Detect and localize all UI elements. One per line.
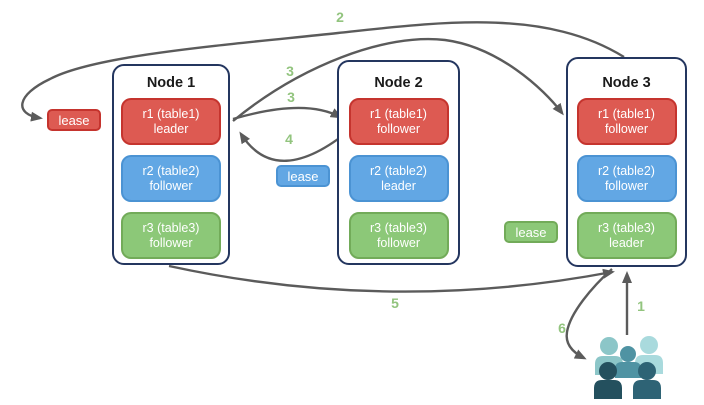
range-label: r1 (table1): [370, 106, 427, 121]
range-label: r1 (table1): [142, 106, 200, 121]
step-label-3-lower: 3: [287, 89, 295, 105]
node-1-title: Node 1: [146, 75, 196, 91]
node-3-range-r3: r3 (table3) leader: [576, 212, 677, 259]
lease-pill-label: lease: [58, 112, 90, 128]
lease-pill-green: lease: [504, 221, 558, 243]
range-label: r3 (table3): [370, 220, 427, 235]
node-2-range-r3: r3 (table3) follower: [348, 212, 449, 259]
range-label: r2 (table2): [598, 163, 655, 178]
arrow-step3-node1-to-node3: [232, 37, 564, 122]
range-role: follower: [376, 235, 421, 250]
node-1-range-r1: r1 (table1) leader: [121, 98, 221, 145]
node-3-ranges: r1 (table1) follower r2 (table2) followe…: [568, 98, 685, 259]
node-3: Node 3 r1 (table1) follower r2 (table2) …: [566, 57, 687, 267]
arrow-step6-node3-to-clients: [565, 268, 613, 360]
range-label: r2 (table2): [142, 163, 200, 178]
lease-pill-red: lease: [47, 109, 101, 131]
lease-pill-label: lease: [515, 224, 547, 240]
range-label: r2 (table2): [370, 163, 427, 178]
person-front-left-icon: [594, 362, 622, 399]
node-2: Node 2 r1 (table1) follower r2 (table2) …: [337, 60, 460, 265]
range-role: leader: [381, 178, 416, 193]
step-label-3-upper: 3: [286, 63, 294, 79]
range-role: leader: [609, 235, 644, 250]
arrow-step5-node1-to-node3: [168, 264, 615, 293]
step-label-4: 4: [285, 131, 293, 147]
range-label: r3 (table3): [598, 220, 655, 235]
range-role: follower: [376, 121, 421, 136]
range-role: follower: [149, 178, 193, 193]
node-3-range-r1: r1 (table1) follower: [576, 98, 677, 145]
node-2-range-r1: r1 (table1) follower: [348, 98, 449, 145]
node-2-ranges: r1 (table1) follower r2 (table2) leader …: [339, 98, 458, 259]
range-role: follower: [149, 235, 193, 250]
range-role: follower: [604, 121, 649, 136]
step-label-5: 5: [391, 295, 399, 311]
range-label: r3 (table3): [142, 220, 200, 235]
node-2-title: Node 2: [374, 75, 423, 91]
lease-pill-blue: lease: [276, 165, 330, 187]
node-3-range-r2: r2 (table2) follower: [576, 155, 677, 202]
arrow-step3-node1-to-node2: [232, 106, 343, 121]
arrow-step2-node3-to-lease: [21, 21, 625, 122]
node-2-range-r2: r2 (table2) leader: [348, 155, 449, 202]
node-3-title: Node 3: [602, 75, 651, 91]
clients-people-group-icon: [594, 336, 663, 399]
lease-pill-label: lease: [287, 168, 319, 184]
node-1-range-r2: r2 (table2) follower: [121, 155, 221, 202]
node-1-ranges: r1 (table1) leader r2 (table2) follower …: [114, 98, 228, 259]
step-label-2: 2: [336, 9, 344, 25]
arrow-step4-node2-to-node1: [239, 128, 352, 162]
step-label-1: 1: [637, 298, 645, 314]
step-label-6: 6: [558, 320, 566, 336]
node-1: Node 1 r1 (table1) leader r2 (table2) fo…: [112, 64, 230, 265]
node-1-range-r3: r3 (table3) follower: [121, 212, 221, 259]
range-role: leader: [153, 121, 189, 136]
range-label: r1 (table1): [598, 106, 655, 121]
person-front-right-icon: [633, 362, 661, 399]
range-role: follower: [604, 178, 649, 193]
person-middle-icon: [615, 346, 641, 378]
